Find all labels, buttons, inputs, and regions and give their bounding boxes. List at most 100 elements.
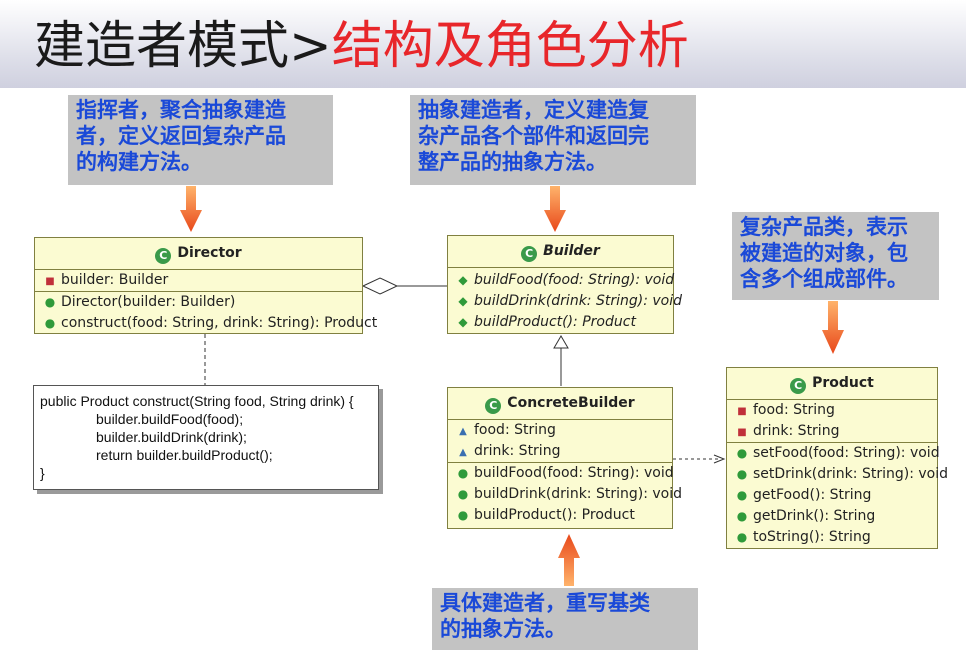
- public-method-icon: ●: [736, 446, 748, 460]
- arrow-down-product-icon: [822, 301, 844, 354]
- arrow-up-concrete-icon: [558, 534, 580, 586]
- note-line: 指挥者，聚合抽象建造: [76, 98, 286, 122]
- method-text: buildProduct(): Product: [474, 314, 636, 330]
- public-method-icon: ●: [457, 466, 469, 480]
- class-name: Product: [812, 375, 874, 391]
- field-row: ■drink: String: [727, 421, 937, 442]
- abstract-method-icon: ◆: [458, 273, 468, 287]
- methods-section: ● buildFood(food: String): void ● buildDri…: [448, 463, 682, 526]
- method-row: ● setDrink(drink: String): void: [727, 464, 948, 485]
- fields-section: ■builder: Builder: [35, 270, 362, 292]
- note-line: 杂产品各个部件和返回完: [418, 124, 649, 148]
- note-concrete-builder: 具体建造者，重写基类 的抽象方法。: [432, 588, 698, 650]
- method-text: getDrink(): String: [753, 508, 876, 524]
- public-method-icon: ●: [736, 530, 748, 544]
- public-method-icon: ●: [736, 509, 748, 523]
- public-method-icon: ●: [457, 508, 469, 522]
- methods-section: ● Director(builder: Builder) ● construct(f…: [35, 292, 378, 334]
- note-line: 具体建造者，重写基类: [440, 591, 650, 615]
- field-text: builder: Builder: [61, 272, 169, 288]
- method-row: ●getFood(): String: [727, 485, 937, 506]
- protected-field-icon: ▲: [459, 426, 467, 437]
- field-text: food: String: [753, 402, 835, 418]
- class-header: C ConcreteBuilder: [448, 388, 672, 420]
- public-method-icon: ●: [736, 467, 748, 481]
- class-name: ConcreteBuilder: [507, 395, 635, 411]
- method-text: buildFood(food: String): void: [474, 465, 674, 481]
- method-row: ● construct(food: String, drink: String):…: [35, 313, 378, 334]
- generalization-triangle-icon: [553, 335, 569, 349]
- public-method-icon: ●: [44, 316, 56, 330]
- class-name: Builder: [543, 243, 600, 259]
- method-text: buildProduct(): Product: [474, 507, 635, 523]
- private-field-icon: ■: [737, 406, 747, 417]
- method-text: toString(): String: [753, 529, 871, 545]
- method-row: ● buildDrink(drink: String): void: [448, 484, 682, 505]
- method-row: ● Director(builder: Builder): [35, 292, 362, 313]
- note-line: 者，定义返回复杂产品: [76, 124, 286, 148]
- note-line: 复杂产品类，表示: [740, 215, 908, 239]
- code-line: builder.buildDrink(drink);: [96, 429, 247, 445]
- note-builder: 抽象建造者，定义建造复 杂产品各个部件和返回完 整产品的抽象方法。: [410, 95, 696, 185]
- method-row: ● buildFood(food: String): void: [448, 463, 674, 484]
- title-part2: 结构及角色分析: [331, 17, 689, 76]
- note-line: 整产品的抽象方法。: [418, 150, 607, 174]
- class-icon: C: [485, 398, 502, 414]
- field-row: ▲ food: String: [448, 420, 672, 441]
- method-text: buildDrink(drink: String): void: [474, 293, 683, 309]
- code-line: return builder.buildProduct();: [96, 447, 273, 463]
- method-text: Director(builder: Builder): [61, 294, 236, 310]
- class-name: Director: [177, 245, 242, 261]
- abstract-method-icon: ◆: [458, 315, 468, 329]
- method-row: ● setFood(food: String): void: [727, 443, 940, 464]
- private-field-icon: ■: [737, 427, 747, 438]
- methods-section: ◆ buildFood(food: String): void ◆ buildDri…: [448, 268, 682, 333]
- field-row: ■builder: Builder: [35, 270, 362, 291]
- arrow-down-director-icon: [180, 186, 202, 232]
- code-note: public Product construct(String food, St…: [33, 385, 379, 490]
- method-text: buildFood(food: String): void: [474, 272, 675, 288]
- aggregation-diamond-icon: [361, 277, 399, 295]
- slide-title: 建造者模式>结构及角色分析: [34, 14, 689, 80]
- note-line: 的构建方法。: [76, 150, 202, 174]
- note-product: 复杂产品类，表示 被建造的对象，包 含多个组成部件。: [732, 212, 939, 300]
- class-concrete-builder: C ConcreteBuilder ▲ food: String ▲ drink: S…: [447, 387, 682, 529]
- method-row: ◆ buildFood(food: String): void: [448, 270, 675, 291]
- public-method-icon: ●: [457, 487, 469, 501]
- code-line: builder.buildFood(food);: [96, 411, 244, 427]
- title-bar: [0, 0, 966, 88]
- method-text: setDrink(drink: String): void: [753, 466, 948, 482]
- method-row: ● buildProduct(): Product: [448, 505, 672, 526]
- method-row: ● toString(): String: [727, 527, 937, 548]
- code-line: public Product construct(String food, St…: [40, 393, 354, 409]
- note-line: 的抽象方法。: [440, 617, 566, 641]
- public-method-icon: ●: [736, 488, 748, 502]
- method-row: ◆ buildDrink(drink: String): void: [448, 291, 682, 312]
- note-line: 抽象建造者，定义建造复: [418, 98, 649, 122]
- code-line: }: [40, 465, 45, 481]
- method-text: construct(food: String, drink: String): …: [61, 315, 378, 331]
- protected-field-icon: ▲: [459, 447, 467, 458]
- method-text: setFood(food: String): void: [753, 445, 940, 461]
- note-line: 含多个组成部件。: [740, 267, 908, 291]
- field-text: drink: String: [474, 443, 561, 459]
- title-part1: 建造者模式>: [34, 17, 332, 76]
- dependency-arrowhead-icon: [713, 454, 726, 464]
- note-line: 被建造的对象，包: [740, 241, 908, 265]
- field-row: ■ food: String: [727, 400, 937, 421]
- abstract-method-icon: ◆: [458, 294, 468, 308]
- fields-section: ■ food: String ■drink: String: [727, 400, 937, 443]
- method-row: ● getDrink(): String: [727, 506, 937, 527]
- method-text: buildDrink(drink: String): void: [474, 486, 683, 502]
- method-row: ◆ buildProduct(): Product: [448, 312, 673, 333]
- field-text: food: String: [474, 422, 556, 438]
- constructor-icon: ●: [44, 295, 56, 309]
- fields-section: ▲ food: String ▲ drink: String: [448, 420, 672, 463]
- field-row: ▲ drink: String: [448, 441, 672, 462]
